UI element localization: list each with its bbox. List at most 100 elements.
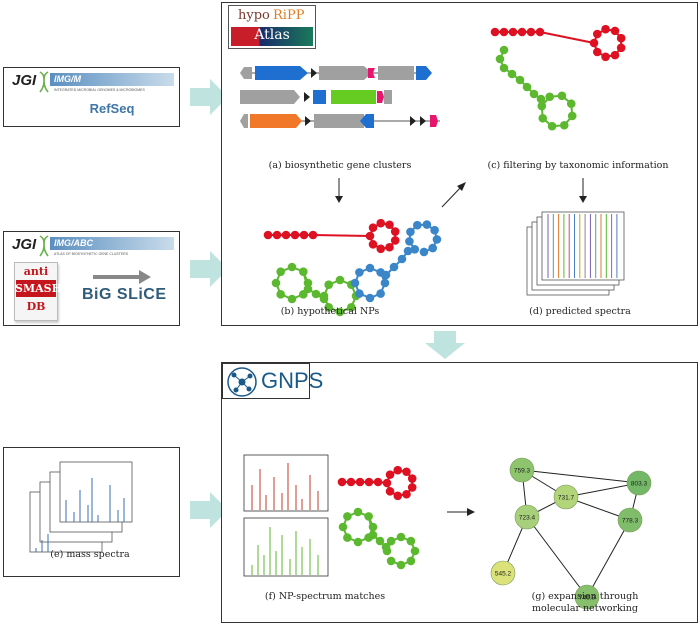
red-np-residue	[272, 230, 282, 240]
green-peptide-residue	[495, 54, 505, 64]
red-np-residue	[263, 230, 273, 240]
caption-f: (f) NP-spectrum matches	[264, 591, 386, 602]
red-peptide-residue	[517, 27, 527, 37]
green-np-bond	[302, 271, 309, 284]
gene-2-3	[313, 90, 326, 104]
jgi-logo-text-2: JGI	[12, 236, 37, 253]
flow-arrow-1	[190, 79, 228, 115]
green-np-residue	[335, 307, 345, 317]
green-peptide-bond	[540, 105, 544, 119]
bigslice-arrow-icon	[93, 270, 151, 284]
blue-np-bond	[379, 272, 386, 284]
gene-3-3	[305, 116, 311, 126]
spectrum-card	[59, 461, 133, 523]
caption-d: (d) predicted spectra	[529, 306, 631, 317]
red-peptide-residue	[526, 27, 536, 37]
red-np-residue	[376, 218, 386, 228]
gene-3-5	[360, 114, 374, 128]
antismash-anti: anti	[23, 265, 49, 278]
gene-3-8	[430, 115, 438, 127]
gene-3-2	[250, 114, 302, 128]
green-match-residue	[338, 522, 348, 532]
green-match-residue	[353, 537, 363, 547]
logo-hypo: hypo	[238, 8, 270, 23]
green-peptide-residue	[499, 63, 509, 73]
gene-1-6	[378, 66, 414, 80]
arrow-a-to-b	[335, 178, 343, 203]
red-match-residue	[402, 489, 411, 499]
red-match-residue	[373, 477, 383, 487]
gnps-text: GNPS	[261, 368, 324, 393]
green-peptide-residue	[537, 101, 547, 111]
green-match-residue	[406, 536, 416, 546]
red-match-residue	[385, 470, 395, 479]
blue-np-residue	[403, 246, 413, 256]
blue-np-residue	[355, 289, 364, 298]
blue-np-residue	[422, 220, 432, 229]
gene-3-1	[240, 114, 248, 128]
antismash-smash-text: SMASH	[15, 282, 62, 295]
red-peptide-residue	[499, 27, 509, 37]
filtered-peptides	[490, 24, 626, 131]
green-match-residue	[396, 532, 406, 542]
blue-np-residue	[419, 247, 429, 257]
red-np-residue	[385, 220, 394, 230]
gene-3-4	[314, 114, 364, 128]
green-peptide-residue	[536, 94, 546, 104]
green-np-residue	[299, 267, 308, 276]
red-np-residue	[376, 244, 386, 254]
red-peptide-residue	[490, 27, 500, 37]
green-np-residue	[311, 289, 321, 299]
blue-np-residue	[432, 235, 442, 244]
np-spectrum-matches	[243, 454, 420, 577]
caption-b: (b) hypothetical NPs	[280, 306, 380, 317]
green-peptide-residue	[499, 45, 509, 55]
blue-np-residue	[428, 243, 438, 253]
gene-1-4	[319, 66, 372, 80]
blue-np-residue	[406, 227, 415, 237]
green-peptide-residue	[545, 92, 555, 102]
green-peptide-residue	[557, 91, 567, 101]
red-peptide-residue	[616, 33, 626, 43]
red-peptide-residue	[508, 27, 518, 37]
portal-name-2: IMG/ABC	[54, 238, 93, 248]
green-match-residue	[386, 556, 396, 566]
green-peptide-residue	[559, 120, 569, 130]
blue-np-residue	[430, 225, 439, 235]
red-peptide-residue	[610, 50, 620, 60]
green-peptide-residue	[529, 89, 539, 99]
red-match-bond	[386, 482, 391, 492]
arrow-b-to-c	[441, 182, 466, 208]
green-match-residue	[375, 536, 385, 546]
green-np-residue	[287, 262, 297, 272]
red-match-residue	[407, 483, 417, 492]
red-peptide-residue	[610, 26, 620, 36]
red-np-bond	[369, 235, 374, 245]
gene-1-2	[255, 66, 308, 80]
jgi-logo-text: JGI	[12, 72, 37, 89]
red-peptide-residue	[592, 29, 602, 39]
flow-arrow-down	[425, 331, 465, 359]
blue-np-residue	[381, 270, 391, 280]
red-np-residue	[368, 223, 378, 232]
green-peptide-residue	[515, 75, 525, 85]
gene-1-1	[240, 67, 252, 79]
red-peptide-bond	[593, 42, 599, 53]
portal-bar-2	[50, 237, 174, 250]
gene-3-6	[410, 116, 416, 126]
green-match-residue	[353, 507, 363, 517]
gene-2-5	[377, 91, 384, 103]
green-np-residue	[276, 290, 285, 299]
blue-np-residue	[350, 278, 360, 288]
red-np-residue	[299, 230, 309, 240]
source-box-imgabc: JGI IMG/ABC ATLAS OF BIOSYNTHETIC GENE C…	[3, 231, 180, 326]
red-peptide-bond	[539, 31, 595, 44]
flow-arrow-3	[190, 492, 228, 528]
predicted-spectra	[526, 211, 625, 296]
green-match-residue	[410, 546, 420, 556]
arrow-c-to-d	[579, 178, 587, 203]
green-match-residue	[386, 536, 396, 546]
red-match-residue	[402, 467, 411, 477]
red-match-residue	[364, 477, 374, 487]
gene-2-1	[240, 90, 300, 104]
